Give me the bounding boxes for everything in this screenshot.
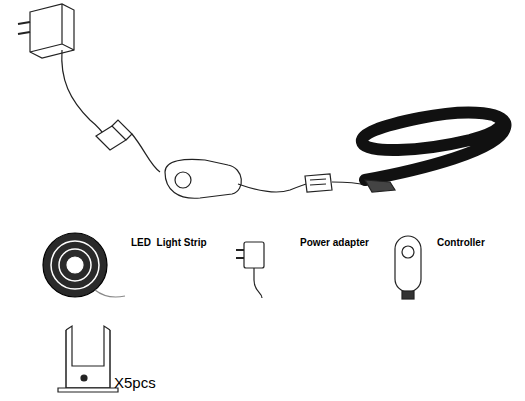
- power-adapter: [18, 4, 108, 140]
- part-label: Power adapter: [300, 237, 369, 248]
- controller-icon: [395, 236, 421, 299]
- controller: [165, 159, 310, 198]
- led-strip-coil: [362, 113, 506, 192]
- quantity-label: X5pcs: [114, 375, 156, 392]
- strip-reel-icon: [43, 233, 125, 297]
- part-label: Controller: [437, 237, 485, 248]
- strip-connector: [305, 174, 365, 192]
- mounting-clip: [58, 326, 118, 392]
- part-label: LED Light Strip: [131, 237, 207, 248]
- adapter-icon: [236, 242, 264, 298]
- dc-connector: [96, 120, 160, 172]
